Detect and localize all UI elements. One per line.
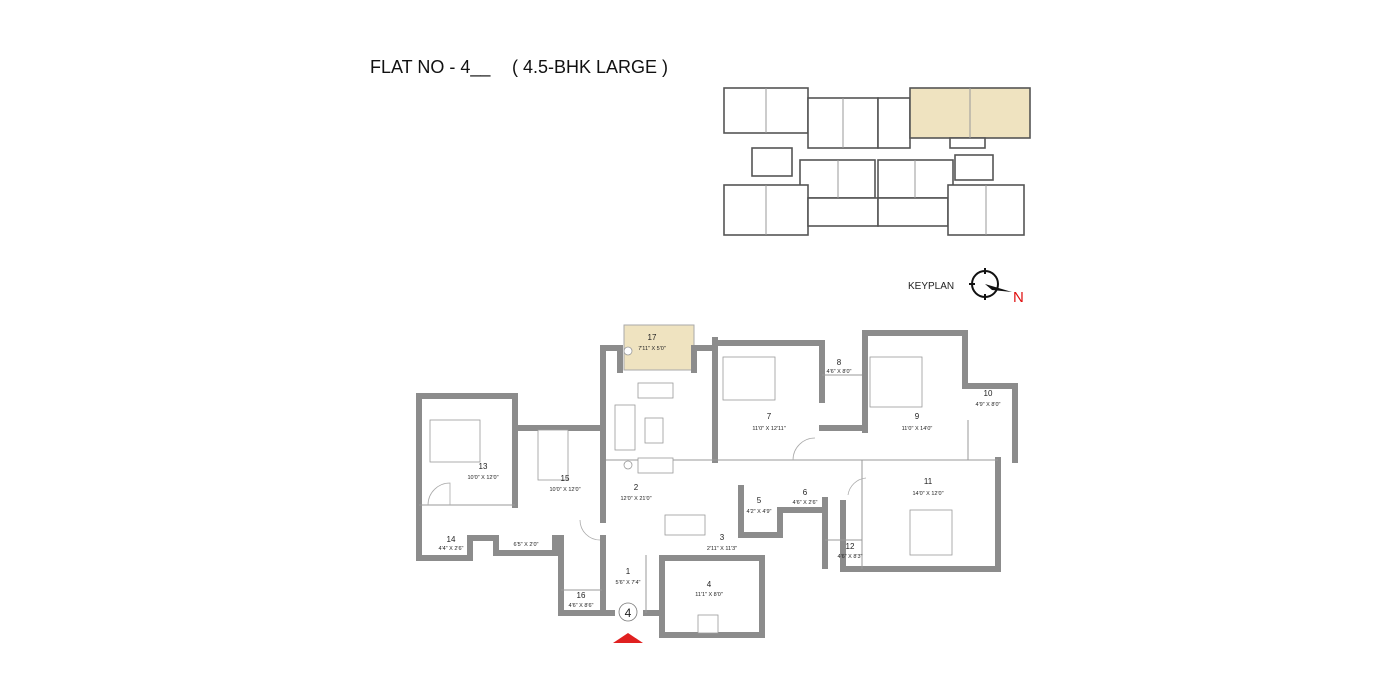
flat-title: FLAT NO - 4__ (370, 57, 491, 78)
room-3-size: 2'11" X 11'3" (707, 546, 737, 552)
room-15-size: 10'0" X 12'0" (549, 487, 580, 493)
room-3-number: 3 (720, 533, 725, 542)
room-1-number: 1 (626, 567, 631, 576)
flat-plan (416, 324, 1018, 643)
room-13-size: 10'0" X 12'0" (467, 475, 498, 481)
room-6-size: 4'6" X 2'6" (793, 500, 818, 506)
entrance-flat-number: 4 (625, 606, 632, 620)
room-8-number: 8 (837, 358, 842, 367)
room-9-number: 9 (915, 412, 920, 421)
north-compass-icon (969, 268, 1012, 300)
room-4-size: 11'1" X 8'0" (695, 592, 723, 598)
room-14-number: 14 (447, 535, 456, 544)
room-labels: 1 5'6" X 7'4" 2 12'0" X 21'0" 3 2'11" X … (439, 333, 1001, 609)
room-15-number: 15 (561, 474, 570, 483)
room-9-size: 11'0" X 14'0" (902, 426, 933, 432)
keyplan (723, 87, 1031, 236)
north-label: N (1013, 289, 1024, 306)
room-11-number: 11 (924, 477, 933, 486)
room-10-number: 10 (984, 389, 993, 398)
room-13-number: 13 (479, 462, 488, 471)
room-2-size: 12'0" X 21'0" (620, 496, 651, 502)
room-1-size: 5'6" X 7'4" (616, 580, 641, 586)
room-17-number: 17 (648, 333, 657, 342)
keyplan-label: KEYPLAN (908, 281, 954, 292)
room-17-size: 7'11" X 5'0" (638, 346, 666, 352)
room-16-size: 4'6" X 8'6" (569, 603, 594, 609)
room-2-number: 2 (634, 483, 639, 492)
room-14-size: 4'4" X 2'6" (439, 546, 464, 552)
room-6-number: 6 (803, 488, 808, 497)
room-5-size: 4'2" X 4'9" (747, 509, 772, 515)
flat-number-badge (618, 602, 638, 622)
room-10-size: 4'9" X 8'0" (976, 402, 1001, 408)
room-7-number: 7 (767, 412, 772, 421)
room-16-number: 16 (577, 591, 586, 600)
room-11-size: 14'0" X 12'0" (912, 491, 943, 497)
room-12-size: 4'6" X 8'3" (838, 554, 863, 560)
entrance-marker-icon (613, 633, 643, 643)
passage-size: 6'5" X 2'0" (514, 542, 539, 548)
flat-type: ( 4.5-BHK LARGE ) (512, 57, 668, 77)
room-4-number: 4 (707, 580, 712, 589)
room-7-size: 11'0" X 12'11" (752, 426, 785, 432)
room-5-number: 5 (757, 496, 762, 505)
room-12-number: 12 (846, 542, 855, 551)
room-8-size: 4'6" X 8'0" (827, 369, 852, 375)
balcony-17-fill (623, 324, 695, 371)
